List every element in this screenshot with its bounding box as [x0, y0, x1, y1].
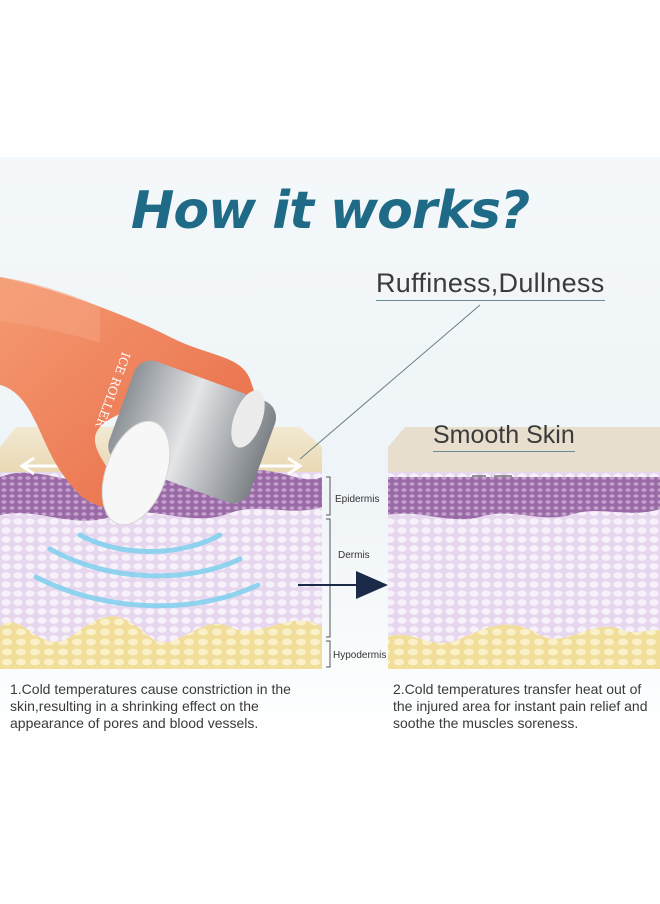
right-skin-block [388, 427, 660, 669]
smooth-skin-label: Smooth Skin [433, 421, 575, 452]
infographic-panel: ICE ROLLER How it works? Ruffiness,Dulln… [0, 157, 660, 747]
ruffiness-label: Ruffiness,Dullness [376, 268, 605, 301]
cold-wave-icon [33, 532, 261, 609]
caption-right: 2.Cold temperatures transfer heat out of… [393, 681, 648, 731]
right-arrow-icon [298, 571, 388, 599]
dermis-label: Dermis [338, 550, 370, 561]
leader-line [299, 304, 481, 460]
ice-roller: ICE ROLLER [0, 277, 277, 526]
hypodermis-label: Hypodermis [333, 650, 387, 661]
epidermis-label: Epidermis [335, 494, 380, 505]
skin-illustration: ICE ROLLER [0, 277, 660, 669]
page-title: How it works? [130, 181, 530, 241]
layer-brackets [326, 476, 331, 668]
caption-left: 1.Cold temperatures cause constriction i… [10, 681, 291, 731]
